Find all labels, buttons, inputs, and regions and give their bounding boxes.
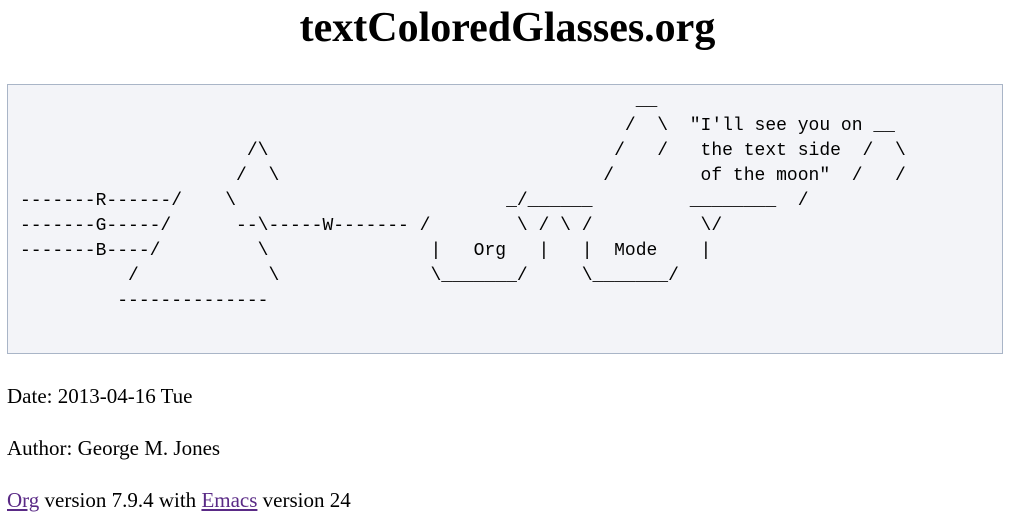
date-value: 2013-04-16 Tue (57, 384, 193, 408)
ascii-art-block: __ / \ "I'll see you on __ /\ / / the te… (7, 84, 1003, 354)
emacs-link[interactable]: Emacs (201, 488, 258, 512)
ascii-art-text: __ / \ "I'll see you on __ /\ / / the te… (20, 91, 906, 311)
author-label: Author: (7, 436, 73, 460)
org-link[interactable]: Org (7, 488, 40, 512)
version-text-1: version 7.9.4 with (44, 488, 197, 512)
version-text-2: version 24 (262, 488, 351, 512)
page-title: textColoredGlasses.org (299, 5, 716, 51)
date-line: Date: 2013-04-16 Tue (7, 383, 193, 409)
author-value: George M. Jones (77, 436, 221, 460)
author-line: Author: George M. Jones (7, 435, 220, 461)
version-line: Org version 7.9.4 with Emacs version 24 (7, 487, 351, 513)
date-label: Date: (7, 384, 53, 408)
